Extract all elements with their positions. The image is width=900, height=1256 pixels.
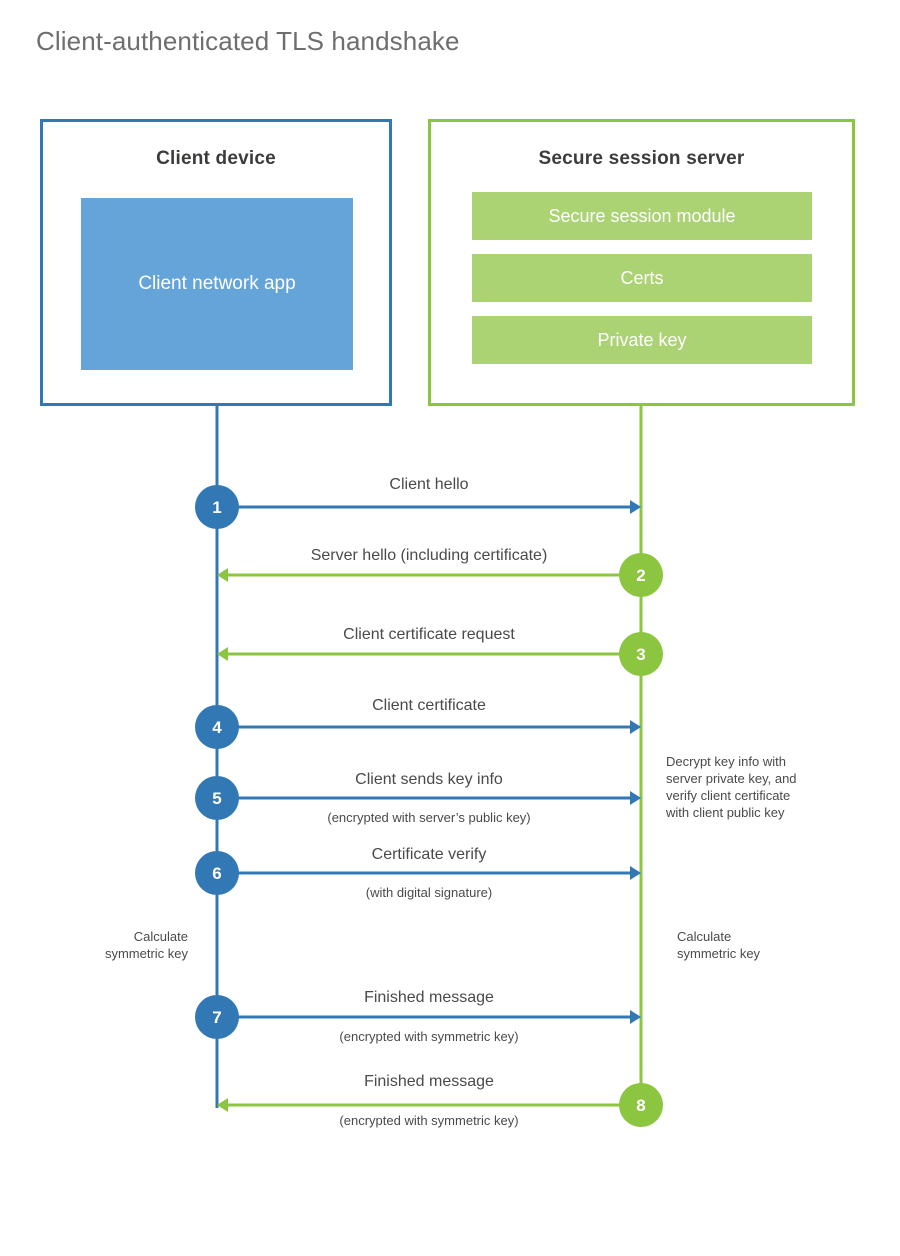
message-arrow-head-5 — [630, 791, 641, 805]
step-number-3: 3 — [636, 645, 645, 664]
secure-session-server-title: Secure session server — [538, 148, 745, 169]
message-arrow-head-8 — [217, 1098, 228, 1112]
step-number-1: 1 — [212, 498, 221, 517]
message-label-7: Finished message — [364, 989, 494, 1006]
message-sublabel-5: (encrypted with server’s public key) — [327, 810, 530, 825]
server-decrypt-note: Decrypt key info with server private key,… — [665, 754, 797, 820]
message-sublabel-6: (with digital signature) — [366, 885, 492, 900]
client-calculate-symmetric-key-note: Calculate symmetric key — [105, 929, 189, 961]
server-component-private-key: Private key — [472, 316, 812, 364]
client-device-box: Client device Client network app — [40, 119, 392, 406]
message-label-6: Certificate verify — [372, 846, 487, 863]
step-number-7: 7 — [212, 1008, 221, 1027]
server-decrypt-note-line-3: with client public key — [665, 805, 785, 820]
message-label-3: Client certificate request — [343, 626, 515, 643]
message-arrow-head-3 — [217, 647, 228, 661]
message-label-1: Client hello — [389, 476, 468, 493]
message-label-2: Server hello (including certificate) — [311, 547, 548, 564]
step-marker-1[interactable]: 1 — [195, 485, 239, 529]
server-component-list: Secure session module Certs Private key — [472, 192, 812, 364]
server-calculate-symmetric-key-note-line-0: Calculate — [677, 929, 731, 944]
step-marker-4[interactable]: 4 — [195, 705, 239, 749]
message-arrow-head-7 — [630, 1010, 641, 1024]
step-number-4: 4 — [212, 718, 222, 737]
secure-session-server-box: Secure session server Secure session mod… — [428, 119, 855, 406]
server-decrypt-note-line-1: server private key, and — [666, 771, 797, 786]
message-sublabel-7: (encrypted with symmetric key) — [339, 1029, 518, 1044]
client-calculate-symmetric-key-note-line-0: Calculate — [134, 929, 188, 944]
step-marker-7[interactable]: 7 — [195, 995, 239, 1039]
message-arrow-head-2 — [217, 568, 228, 582]
message-sublabel-8: (encrypted with symmetric key) — [339, 1113, 518, 1128]
message-arrows-group — [217, 500, 641, 1112]
step-marker-2[interactable]: 2 — [619, 553, 663, 597]
message-label-8: Finished message — [364, 1073, 494, 1090]
server-calculate-symmetric-key-note-line-1: symmetric key — [677, 946, 761, 961]
step-marker-5[interactable]: 5 — [195, 776, 239, 820]
step-number-5: 5 — [212, 789, 221, 808]
message-arrow-head-6 — [630, 866, 641, 880]
step-number-6: 6 — [212, 864, 221, 883]
step-number-8: 8 — [636, 1096, 645, 1115]
message-label-4: Client certificate — [372, 697, 486, 714]
server-component-certs: Certs — [472, 254, 812, 302]
message-arrow-head-1 — [630, 500, 641, 514]
step-marker-8[interactable]: 8 — [619, 1083, 663, 1127]
client-network-app-block: Client network app — [81, 198, 353, 370]
message-label-5: Client sends key info — [355, 771, 503, 788]
server-decrypt-note-line-2: verify client certificate — [666, 788, 790, 803]
step-number-2: 2 — [636, 566, 645, 585]
step-marker-6[interactable]: 6 — [195, 851, 239, 895]
annotations-group: Decrypt key info with server private key,… — [105, 754, 797, 961]
client-device-title: Client device — [156, 148, 276, 169]
page-title: Client-authenticated TLS handshake — [36, 26, 460, 56]
server-calculate-symmetric-key-note: Calculate symmetric key — [677, 929, 761, 961]
message-arrow-head-4 — [630, 720, 641, 734]
server-component-secure-session-module: Secure session module — [472, 192, 812, 240]
step-marker-3[interactable]: 3 — [619, 632, 663, 676]
client-calculate-symmetric-key-note-line-1: symmetric key — [105, 946, 189, 961]
server-decrypt-note-line-0: Decrypt key info with — [666, 754, 786, 769]
